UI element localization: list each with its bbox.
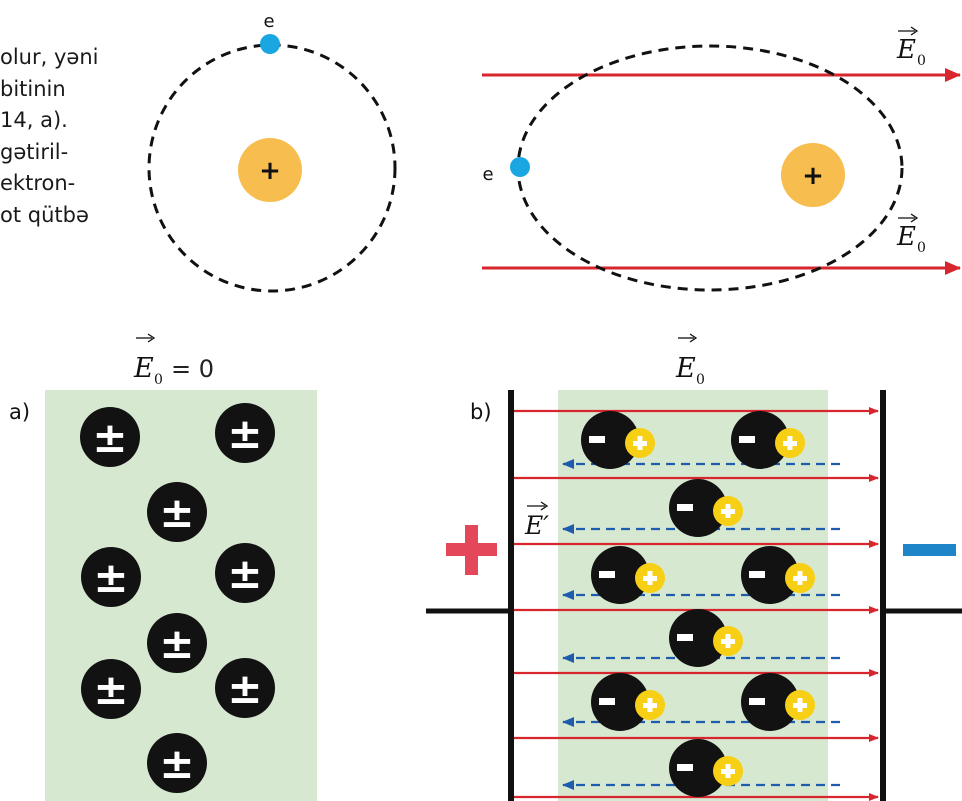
field-label-bottom: E 0 [896,213,926,256]
atom-polarized: + e E 0 E 0 [482,26,961,292]
panel-b: b) E 0 E′ [426,333,962,801]
polarized-dipole [581,411,655,469]
dipole-negative [599,571,615,578]
body-text-fragment: olur, yəni bitinin 14, a). gətiril- ektr… [0,42,140,231]
dipole-negative [677,764,693,771]
neutral-dipole: ± [147,613,207,673]
dipole-sign: ± [227,664,262,713]
electron-label: e [482,164,493,185]
random-dipoles: ± ± ± ± ± ± ± ± ± [80,403,275,793]
field-symbol: E [896,35,916,65]
polarized-dipole [741,673,815,731]
polarized-dipole [669,739,743,797]
neutral-dipole: ± [81,547,141,607]
neutral-dipole: ± [215,403,275,463]
neutral-dipole: ± [215,543,275,603]
field-subscript: 0 [696,372,705,388]
nucleus [781,143,845,207]
field-equals: = 0 [171,355,214,383]
dipole-sign: ± [159,488,194,537]
dipole-sign: ± [93,665,128,714]
dipole-negative [677,504,693,511]
polarized-dipole [741,546,815,604]
nucleus-sign: + [259,156,281,186]
induced-field-symbol: E′ [524,511,549,540]
electron-orbit-stretched [516,44,904,292]
text-line: 14, a). [0,108,68,132]
plus-sign [446,525,497,575]
minus-sign [903,544,956,556]
dipole-sign: ± [93,553,128,602]
field-label: E 0 = 0 [133,333,214,388]
nucleus-sign: + [802,161,824,191]
polarized-dipole [669,479,743,537]
dipole-negative [739,436,755,443]
text-line: ektron- [0,171,76,195]
field-symbol: E [133,353,154,384]
panel-label: a) [9,400,30,424]
field-subscript: 0 [917,53,926,69]
induced-field-label: E′ [524,501,549,540]
atom-unperturbed: + e [147,11,397,293]
text-line: ot qütbə [0,202,89,227]
field-label-top: E 0 [896,26,926,69]
dipole-negative [749,698,765,705]
dipole-sign: ± [92,413,127,462]
text-line: gətiril- [0,139,69,164]
polarized-dipole [591,673,665,731]
dipole-sign: ± [227,549,262,598]
text-line: bitinin [0,76,66,101]
dipole-negative [749,571,765,578]
panel-label: b) [470,400,492,424]
dipole-negative [599,698,615,705]
field-label: E 0 [675,333,705,388]
dipole-sign: ± [159,619,194,668]
field-subscript: 0 [154,372,163,388]
neutral-dipole: ± [80,407,140,467]
electron [260,34,280,54]
field-symbol: E [896,222,916,252]
dipole-negative [589,436,605,443]
field-subscript: 0 [917,240,926,256]
electron-label: e [263,11,274,32]
polarized-dipole [591,546,665,604]
electron [510,157,530,177]
text-line: olur, yəni [0,45,99,69]
dipole-sign: ± [227,409,262,458]
polarized-dipole [731,411,805,469]
aligned-dipoles [581,411,815,797]
dipole-negative [677,634,693,641]
panel-a: a) E 0 = 0 ± ± ± ± ± ± ± ± ± [9,333,317,801]
field-symbol: E [675,353,696,384]
nucleus [238,138,302,202]
neutral-dipole: ± [81,659,141,719]
neutral-dipole: ± [147,733,207,793]
polarized-dipole [669,609,743,667]
dipole-sign: ± [159,739,194,788]
neutral-dipole: ± [215,658,275,718]
neutral-dipole: ± [147,482,207,542]
